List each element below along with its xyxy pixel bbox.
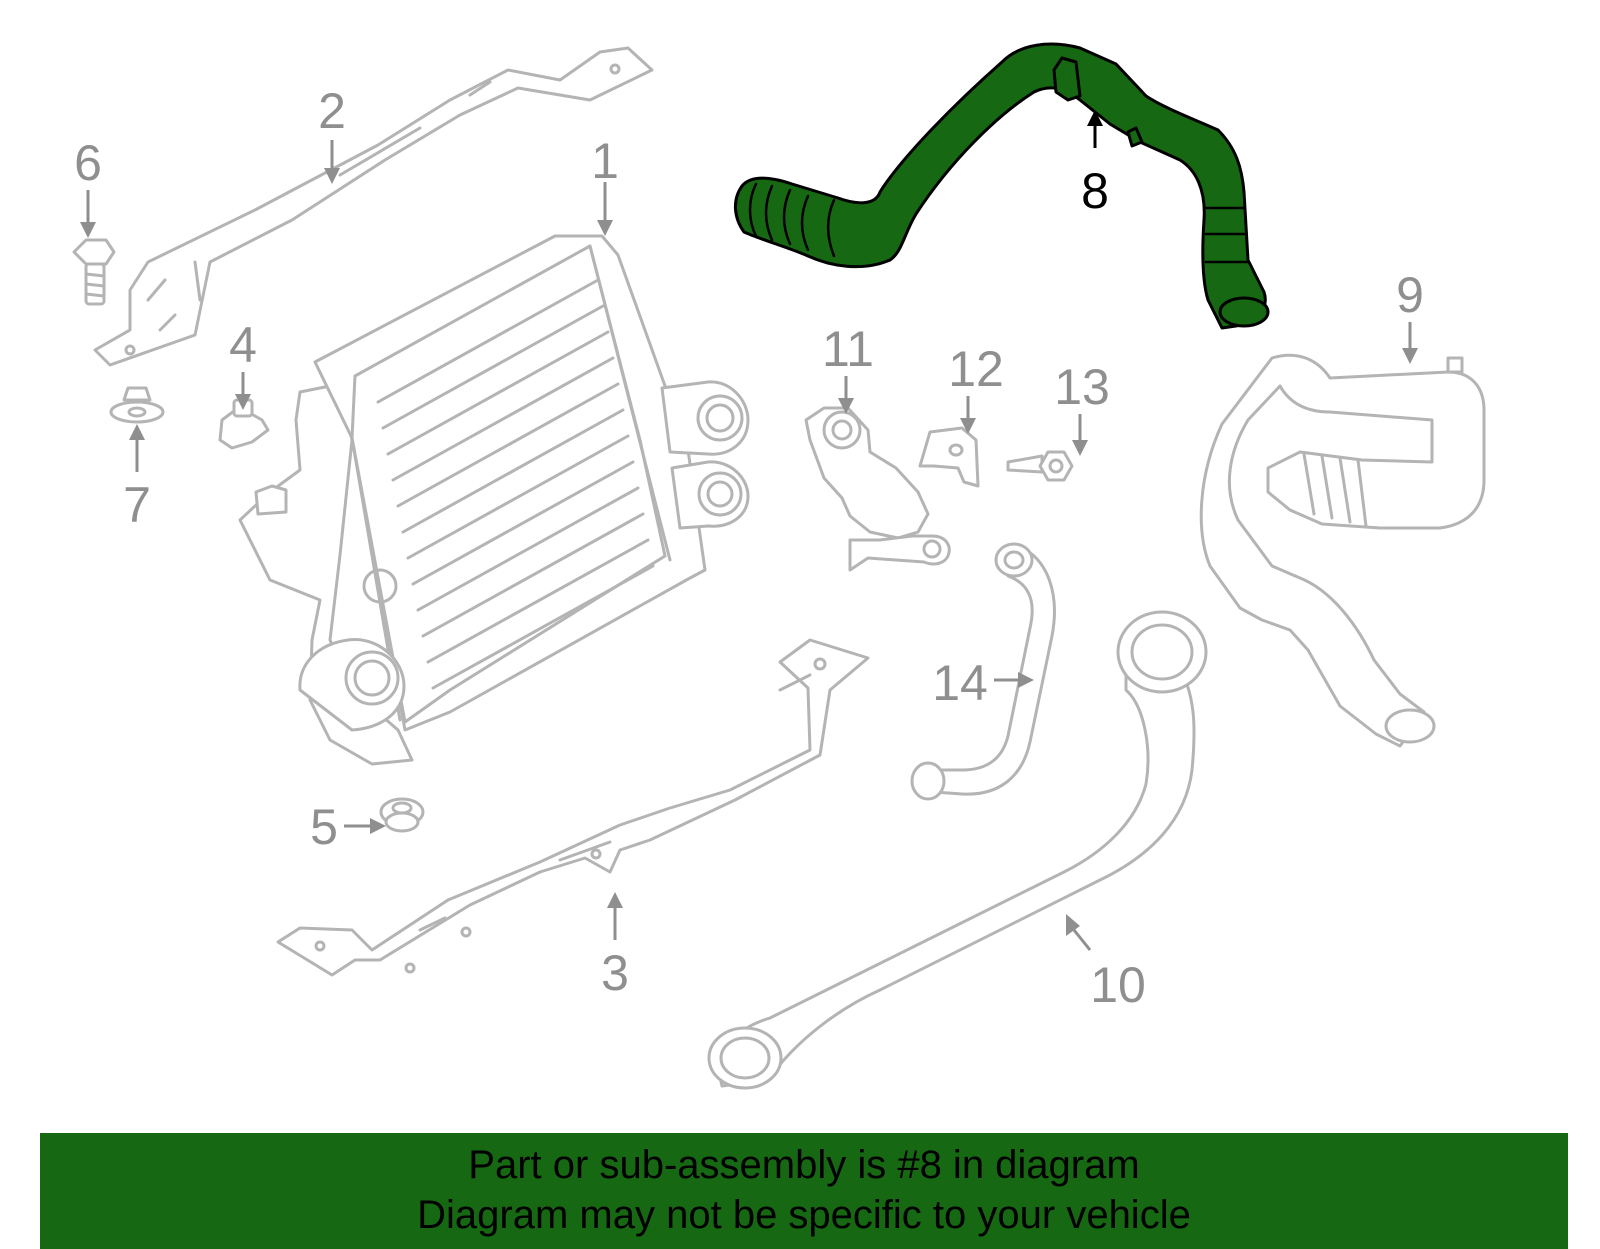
part-6-bolt	[72, 238, 116, 306]
callout-6: 6	[74, 135, 102, 191]
callout-9: 9	[1396, 267, 1424, 323]
part-2-upper-bracket	[93, 46, 654, 367]
part-4-retainer	[218, 398, 270, 450]
callout-10: 10	[1090, 957, 1146, 1013]
part-1-intercooler	[238, 234, 750, 766]
callout-2: 2	[318, 83, 346, 139]
callout-4: 4	[229, 317, 257, 373]
callout-3: 3	[601, 945, 629, 1001]
callout-14: 14	[932, 655, 988, 711]
callout-1: 1	[591, 133, 619, 189]
part-7-clip	[109, 386, 165, 424]
callout-11: 11	[822, 321, 874, 377]
part-13-bolt	[1006, 450, 1074, 482]
callout-labels: 1 2 3 4 5 6 7 8 9 10 11 12 13 14	[74, 83, 1424, 1013]
part-3-lower-bracket	[276, 638, 870, 977]
callout-8: 8	[1081, 163, 1109, 219]
part-9-hose	[1199, 353, 1486, 748]
callout-5: 5	[310, 799, 338, 855]
callout-arrows	[80, 110, 1418, 951]
part-12-bracket	[918, 426, 980, 488]
callout-13: 13	[1054, 359, 1110, 415]
callout-7: 7	[123, 477, 151, 533]
part-11-sensor	[804, 406, 951, 572]
banner-line-1: Part or sub-assembly is #8 in diagram	[468, 1143, 1140, 1187]
part-14-hose	[910, 542, 1056, 801]
callout-12: 12	[948, 341, 1004, 397]
part-8-hose-highlighted	[734, 42, 1270, 330]
part-10-duct	[707, 610, 1208, 1090]
part-5-grommet	[379, 797, 425, 833]
banner-line-2: Diagram may not be specific to your vehi…	[417, 1193, 1191, 1237]
info-banner: Part or sub-assembly is #8 in diagram Di…	[40, 1133, 1568, 1249]
